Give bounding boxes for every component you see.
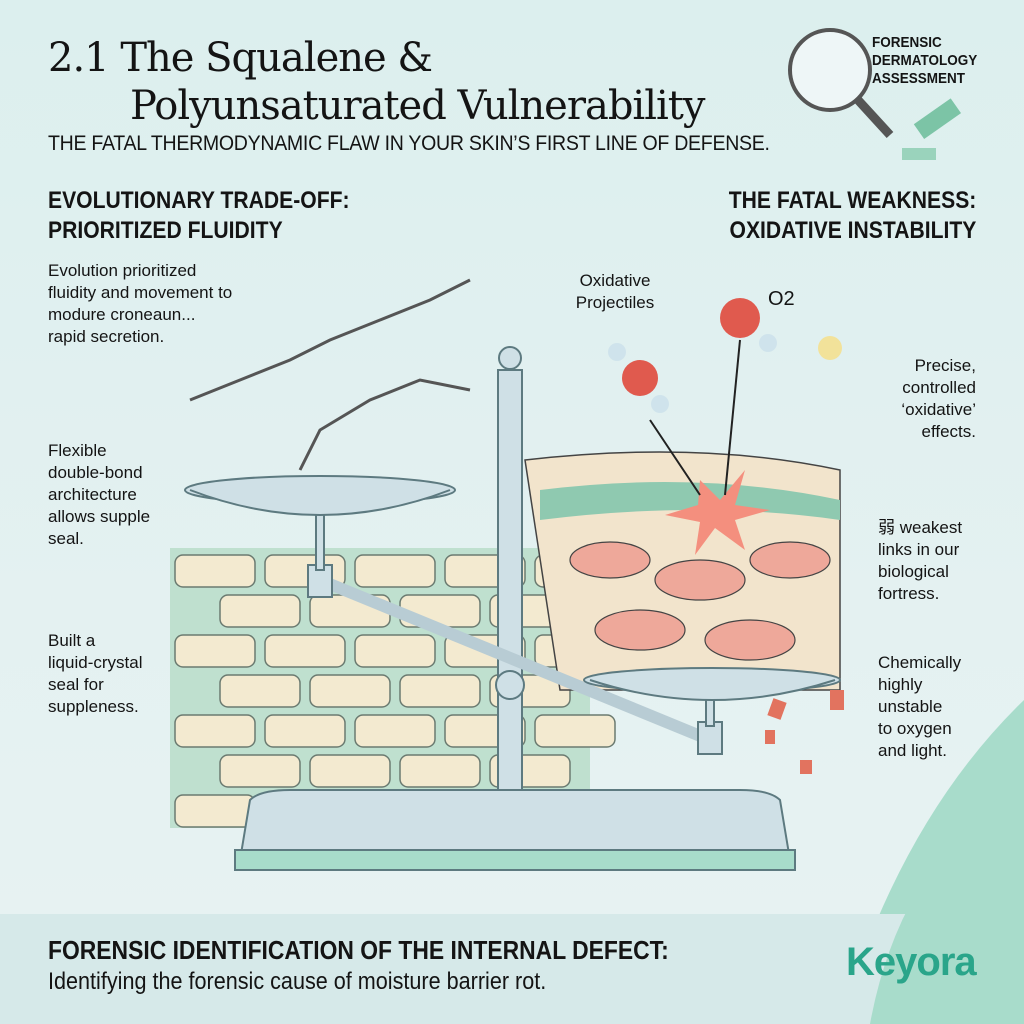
note-line: and light. [878,741,947,760]
note-line: Flexible [48,441,107,460]
brick [399,674,481,708]
balance-scale [184,346,841,871]
brick [309,674,391,708]
brick [174,714,256,748]
note-line: highly [878,675,923,694]
note-line: to oxygen [878,719,952,738]
brick [264,634,346,668]
right-note-2: 弱 weakest links in our biological fortress. [878,517,962,605]
note-line: 弱 weakest [878,518,963,537]
note-line: liquid-crystal [48,653,143,672]
brick [399,754,481,788]
badge-line: DERMATOLOGY [872,52,978,69]
magnifier-gavel-icon [788,28,962,160]
brick [219,594,301,628]
heading-line: THE FATAL WEAKNESS: [728,187,976,214]
left-note-3: Built a liquid-crystal seal for suppleness. [48,630,142,718]
note-line: fluidity and movement to [48,283,233,302]
note-line: seal. [48,529,84,548]
right-note-3: Chemically highly unstable to oxygen and lig… [878,652,961,762]
left-note-1: Evolution prioritized fluidity and moveme… [48,260,232,348]
heading-line: PRIORITIZED FLUIDITY [48,217,283,244]
brick [309,754,391,788]
right-heading: THE FATAL WEAKNESS: OXIDATIVE INSTABILITY [728,186,976,246]
note-line: seal for [48,675,104,694]
note-line: Chemically [878,653,962,672]
label-line: Projectiles [575,293,655,312]
note-line: biological [878,562,949,581]
o2-molecule-icon [720,298,760,338]
note-line: controlled [902,378,976,397]
footer-band [0,914,1024,1024]
note-line: rapid secretion. [48,327,165,346]
left-heading: EVOLUTIONARY TRADE-OFF: PRIORITIZED FLUID… [48,186,350,246]
damaged-skin-layer [524,451,844,774]
brick [219,754,301,788]
note-line: architecture [48,485,137,504]
brick [354,634,436,668]
note-line: suppleness. [48,697,139,716]
brick [354,714,436,748]
note-line: fortress. [878,584,940,603]
brick [534,714,616,748]
keyora-logo: Keyora [846,940,977,984]
note-line: Precise, [914,356,976,375]
page-title: 2.1 The Squalene &Polyunsaturated Vulner… [48,34,705,130]
note-line: modure croneaun... [48,305,196,324]
brick [264,714,346,748]
brick [174,554,256,588]
title-line-1: 2.1 The Squalene & [48,35,433,81]
note-line: double-bond [48,463,143,482]
title-line-2: Polyunsaturated Vulnerability [130,83,705,129]
heading-line: EVOLUTIONARY TRADE-OFF: [48,187,350,214]
footer-heading: FORENSIC IDENTIFICATION OF THE INTERNAL … [48,935,669,965]
left-note-2: Flexible double-bond architecture allows su… [48,440,150,550]
note-line: Built a [48,631,96,650]
right-note-1: Precise, controlled ‘oxidative’ effects. [901,355,976,443]
note-line: links in our [878,540,960,559]
o2-label: O2 [768,288,795,310]
note-line: allows supple [48,507,151,526]
impact-burst-icon [665,470,770,555]
label-line: Oxidative [579,271,651,290]
brick [219,674,301,708]
brick [174,634,256,668]
brick [354,554,436,588]
badge-line: ASSESSMENT [872,70,966,87]
brick [174,794,256,828]
note-line: unstable [878,697,943,716]
note-line: Evolution prioritized [48,261,197,280]
oxygen-molecule-icon [622,360,658,396]
subtitle: THE FATAL THERMODYNAMIC FLAW IN YOUR SKI… [48,132,770,155]
badge-line: FORENSIC [872,34,942,51]
footer-subtext: Identifying the forensic cause of moistu… [48,968,547,995]
note-line: effects. [921,422,977,441]
molecules [189,278,842,496]
heading-line: OXIDATIVE INSTABILITY [729,217,976,244]
note-line: ‘oxidative’ [901,400,976,419]
